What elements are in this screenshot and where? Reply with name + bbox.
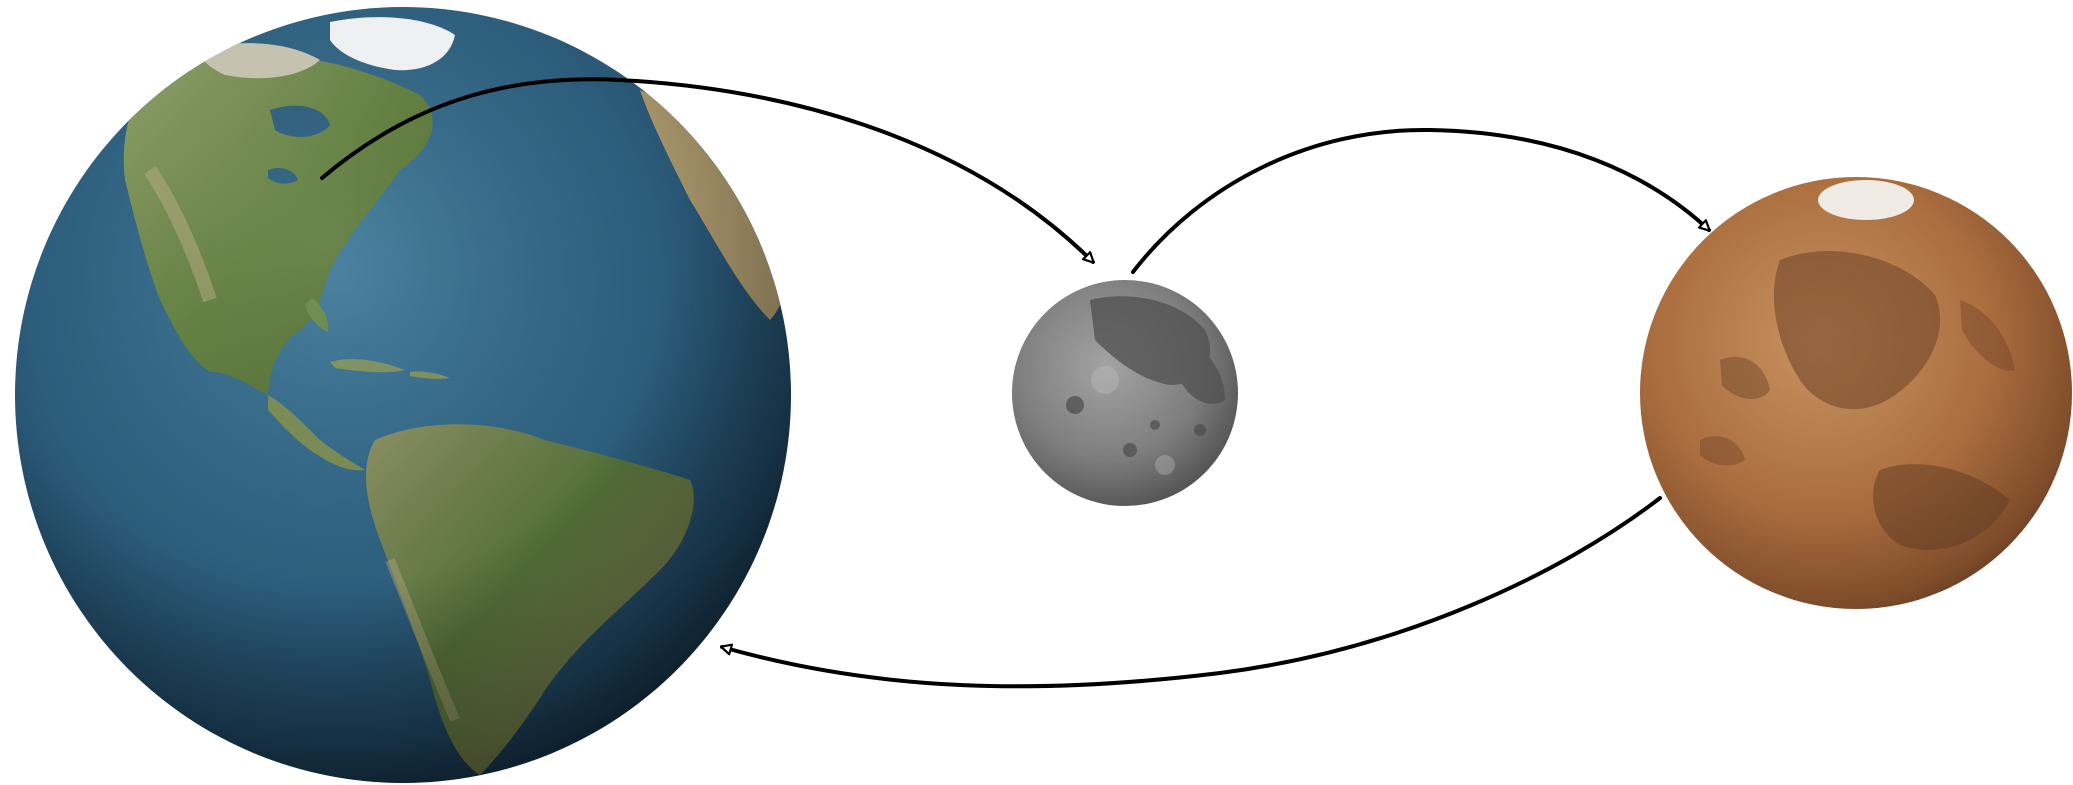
moon-icon — [1012, 280, 1238, 506]
mars-icon — [1640, 177, 2072, 609]
arrow-moon-to-mars — [1133, 130, 1709, 272]
arrow-mars-to-earth — [722, 498, 1660, 686]
